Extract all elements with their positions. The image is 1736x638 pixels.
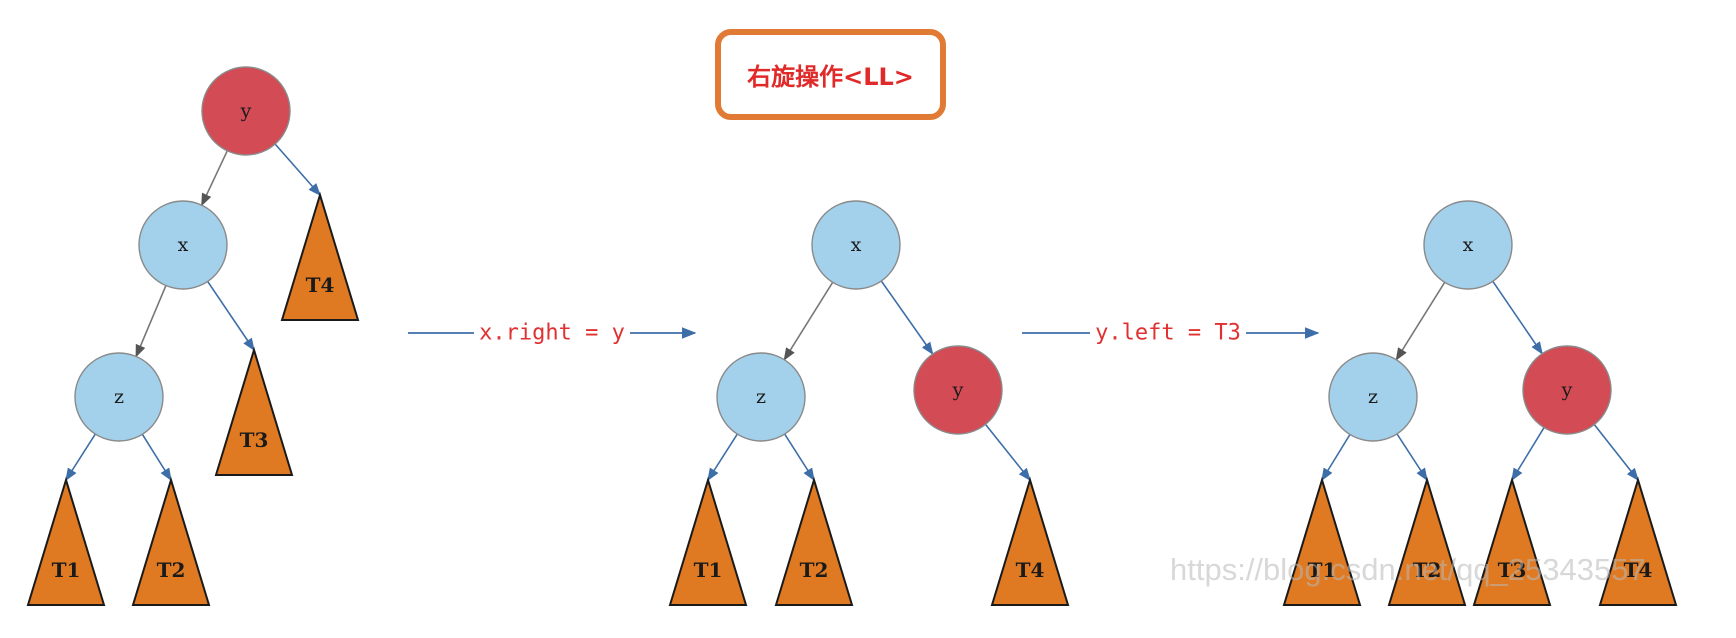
node-circle <box>913 345 1003 435</box>
tree1-subtree-T4: T4 <box>280 191 360 321</box>
tree2-edge-1 <box>880 280 934 356</box>
tree1-node-z: z <box>74 352 164 442</box>
tree3-subtree-T1: T1 <box>1282 476 1362 606</box>
subtree-triangle <box>1282 476 1362 606</box>
subtree-triangle <box>131 476 211 606</box>
tree2-edge-4 <box>984 423 1031 481</box>
tree1-edge-3 <box>206 281 255 352</box>
node-circle <box>74 352 164 442</box>
tree2-subtree-T1: T1 <box>668 476 748 606</box>
node-circle <box>201 66 291 156</box>
watermark: https://blog.csdn.net/qq_25343557 <box>1170 552 1646 587</box>
subtree-label: T3 <box>240 428 269 452</box>
tree3-subtree-T4: T4 <box>1598 476 1678 606</box>
subtree-triangle <box>214 346 294 476</box>
node-label: y <box>952 379 964 401</box>
node-label: x <box>178 234 189 256</box>
tree2-subtree-T2: T2 <box>774 476 854 606</box>
subtree-label: T4 <box>306 273 335 297</box>
subtree-triangle <box>990 476 1070 606</box>
node-label: x <box>851 234 862 256</box>
node-label: y <box>240 100 252 122</box>
tree1-edge-0 <box>200 150 229 207</box>
tree3-edge-2 <box>1321 434 1351 482</box>
subtree-label: T2 <box>800 558 829 582</box>
subtree-triangle <box>1598 476 1678 606</box>
tree3-edge-0 <box>1395 281 1446 361</box>
subtree-triangle <box>26 476 106 606</box>
tree3-edge-3 <box>1396 433 1428 482</box>
tree2-edge-0 <box>783 281 834 361</box>
subtree-label: T2 <box>1413 558 1442 582</box>
subtree-triangle <box>1387 476 1467 606</box>
tree3-node-x: x <box>1423 200 1513 290</box>
tree1-edge-5 <box>141 433 172 482</box>
node-label: z <box>114 386 124 408</box>
subtree-label: T1 <box>52 558 81 582</box>
subtree-triangle <box>668 476 748 606</box>
operation-label: x.right = y <box>479 321 625 346</box>
title-text: 右旋操作<LL> <box>747 63 914 91</box>
node-label: y <box>1561 379 1573 401</box>
node-circle <box>1328 352 1418 442</box>
tree1-subtree-T1: T1 <box>26 476 106 606</box>
operation-label: y.left = T3 <box>1095 321 1241 346</box>
operation-label-bg <box>1090 319 1246 347</box>
tree1-node-y: y <box>201 66 291 156</box>
tree3-subtree-T3: T3 <box>1472 476 1552 606</box>
subtree-triangle <box>280 191 360 321</box>
tree2-node-z: z <box>716 352 806 442</box>
tree2-node-x: x <box>811 200 901 290</box>
subtree-label: T1 <box>694 558 723 582</box>
subtree-label: T3 <box>1498 558 1527 582</box>
tree3-node-z: z <box>1328 352 1418 442</box>
node-label: z <box>756 386 766 408</box>
operation-arrow-1: x.right = y <box>408 319 697 347</box>
node-circle <box>716 352 806 442</box>
title-box: 右旋操作<LL> <box>715 29 946 120</box>
node-label: x <box>1463 234 1474 256</box>
tree2-edge-3 <box>784 433 815 482</box>
tree1-node-x: x <box>138 200 228 290</box>
edges-layer <box>65 143 1639 482</box>
node-circle <box>1423 200 1513 290</box>
operation-arrow-2: y.left = T3 <box>1022 319 1320 347</box>
node-circle <box>811 200 901 290</box>
operation-label-bg <box>474 319 630 347</box>
tree1-subtree-T3: T3 <box>214 346 294 476</box>
tree1-subtree-T2: T2 <box>131 476 211 606</box>
node-label: z <box>1368 386 1378 408</box>
tree1-edge-4 <box>65 433 96 482</box>
tree2-edge-2 <box>707 433 738 482</box>
subtree-label: T1 <box>1308 558 1337 582</box>
operations-layer: x.right = y y.left = T3 <box>408 319 1320 347</box>
subtree-triangle <box>774 476 854 606</box>
tree3-edge-1 <box>1492 280 1543 355</box>
tree3-subtree-T2: T2 <box>1387 476 1467 606</box>
subtree-label: T4 <box>1016 558 1045 582</box>
subtree-triangle <box>1472 476 1552 606</box>
node-circle <box>1522 345 1612 435</box>
tree3-node-y: y <box>1522 345 1612 435</box>
tree2-subtree-T4: T4 <box>990 476 1070 606</box>
tree1-edge-2 <box>135 285 167 358</box>
tree2-node-y: y <box>913 345 1003 435</box>
tree1-edge-1 <box>274 143 321 196</box>
node-circle <box>138 200 228 290</box>
tree3-edge-5 <box>1593 424 1639 482</box>
subtree-label: T2 <box>157 558 186 582</box>
subtree-label: T4 <box>1624 558 1653 582</box>
tree3-edge-4 <box>1511 427 1545 482</box>
